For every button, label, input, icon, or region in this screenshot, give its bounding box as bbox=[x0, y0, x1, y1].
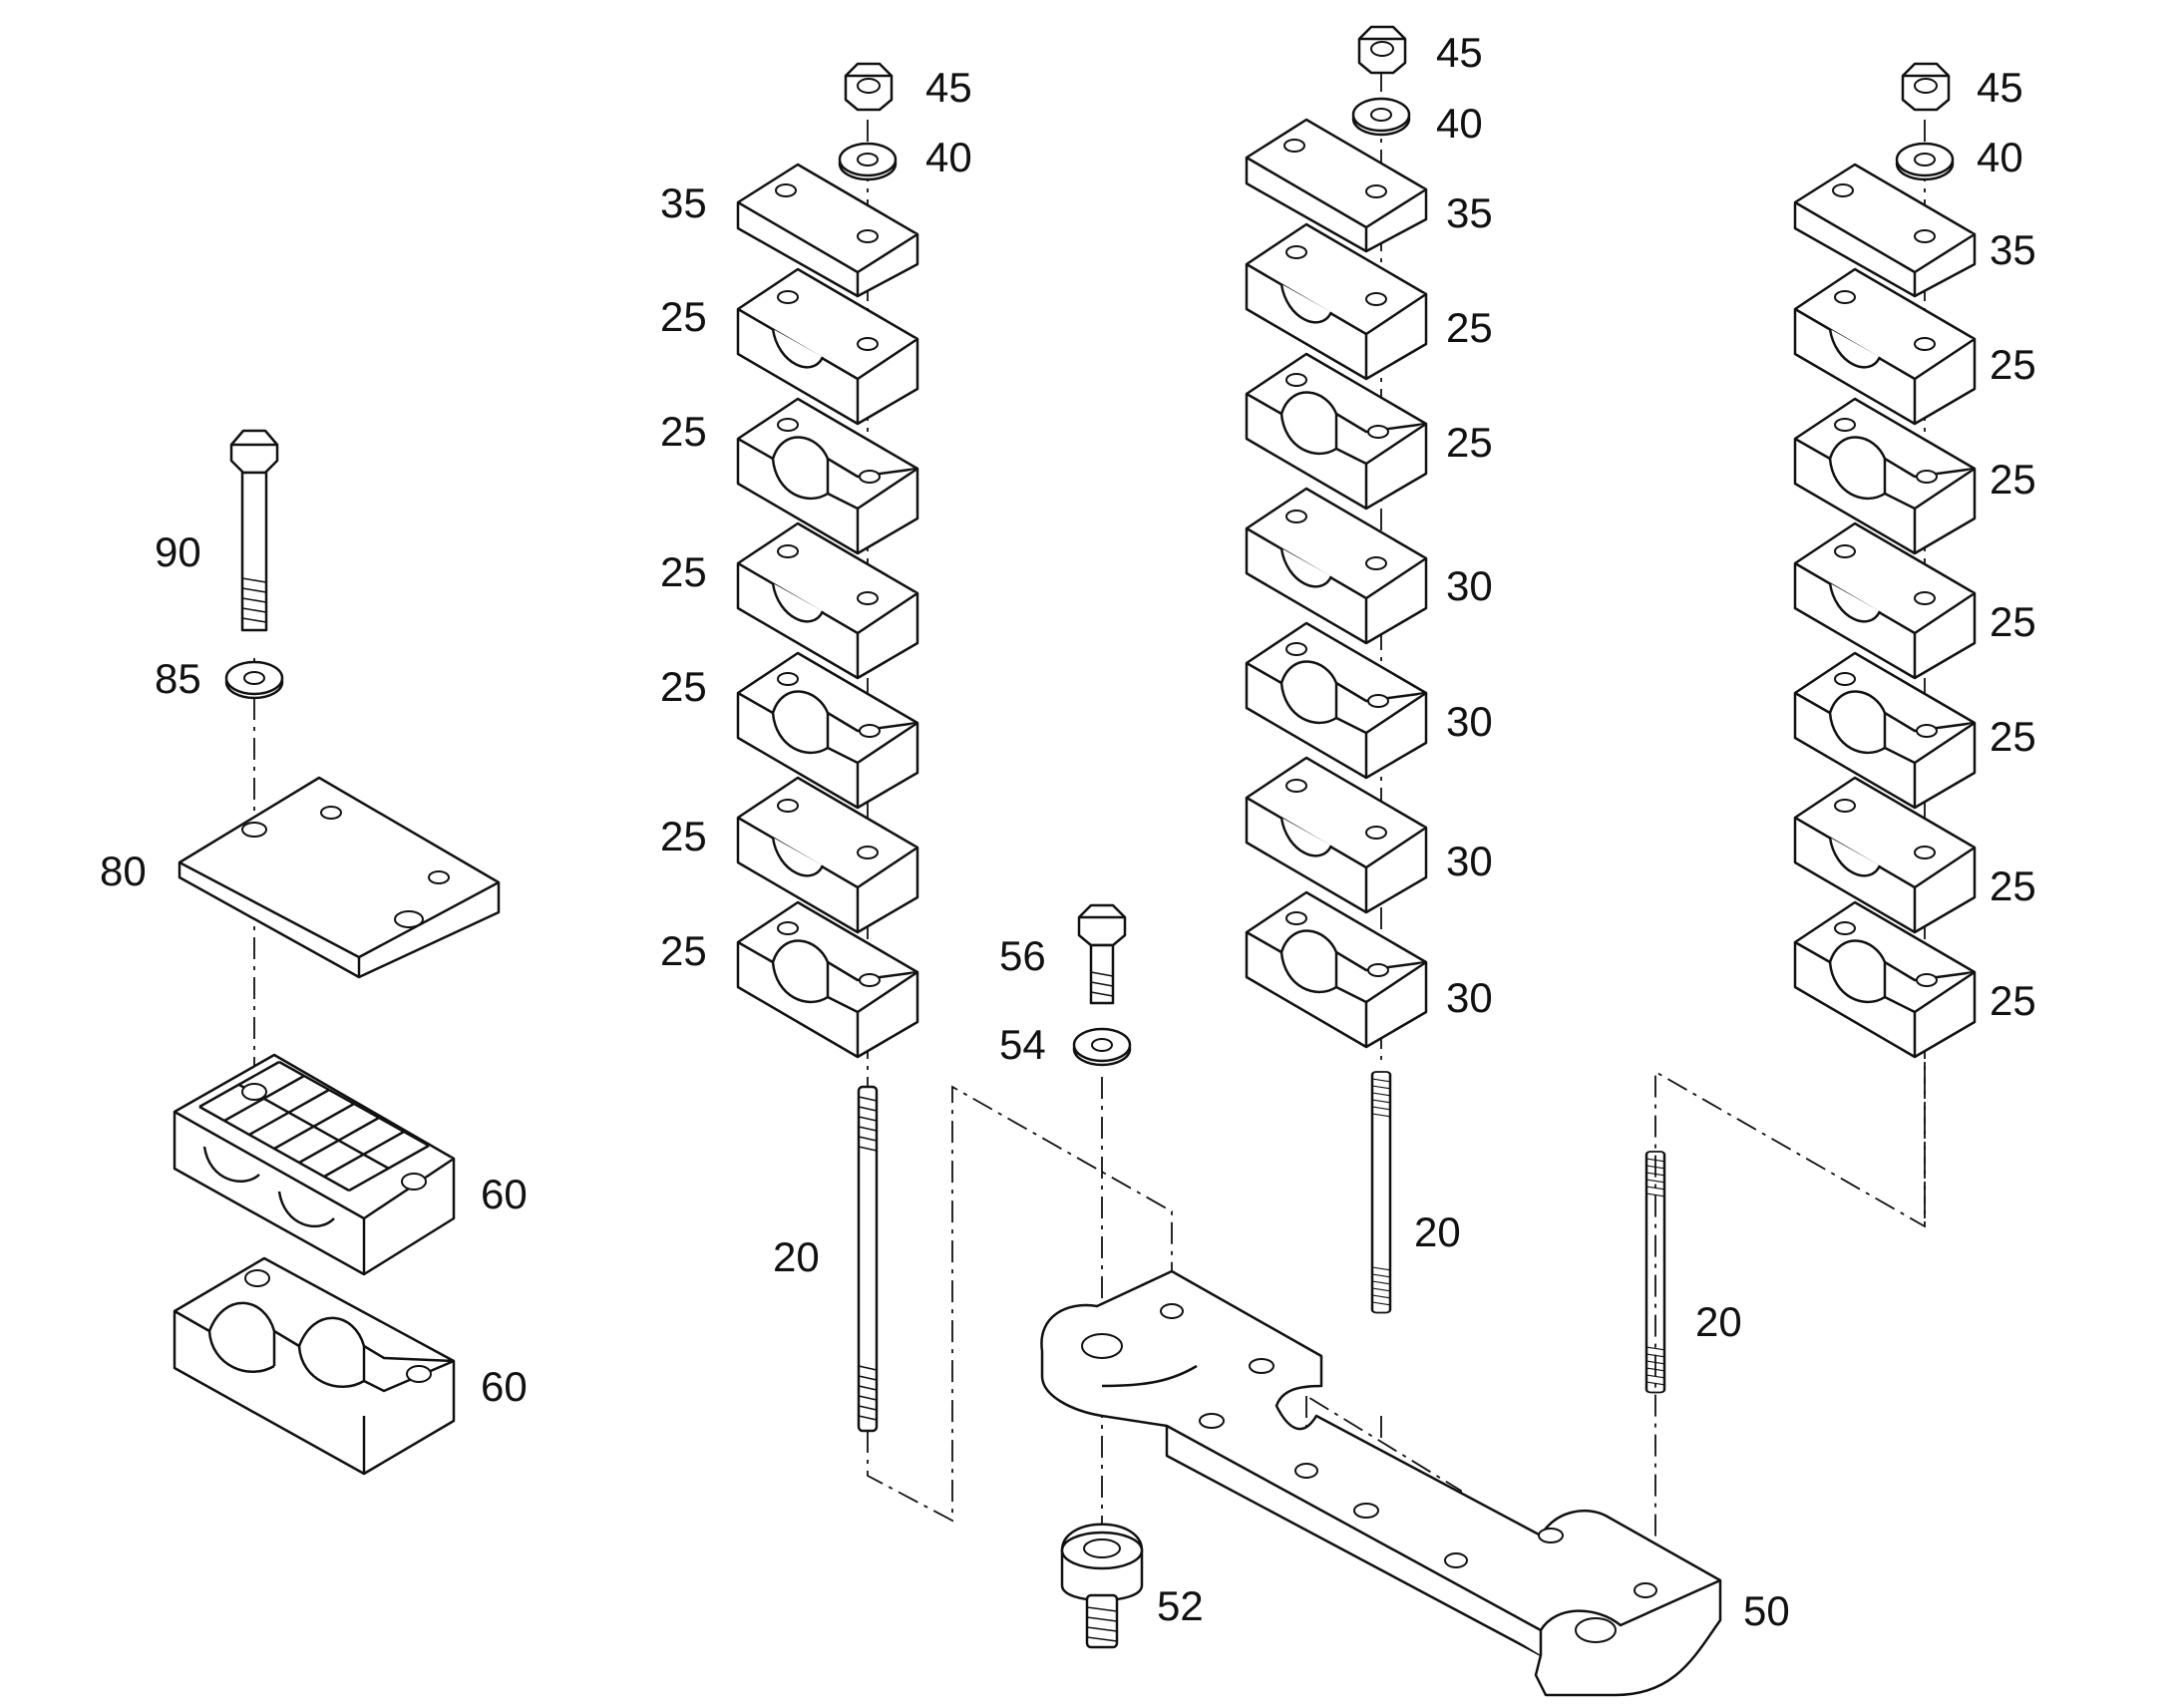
clamp-25-right-4 bbox=[1793, 651, 1977, 810]
washer-40-middle bbox=[1351, 97, 1411, 137]
nut-45-middle bbox=[1357, 25, 1407, 75]
label-right-clamp-3: 25 bbox=[1990, 598, 2036, 645]
label-middle-clamp-5: 30 bbox=[1446, 838, 1493, 884]
label-54: 54 bbox=[999, 1021, 1046, 1068]
part-labels: 90 85 80 60 60 56 54 52 50 45 40 35 25 2… bbox=[100, 29, 2036, 1634]
clamp-25-right-6 bbox=[1793, 900, 1977, 1059]
label-left-40: 40 bbox=[925, 134, 972, 180]
clamp-25-left-6 bbox=[736, 900, 919, 1059]
label-right-40: 40 bbox=[1977, 134, 2023, 180]
cover-plate-35-middle bbox=[1245, 118, 1428, 253]
label-56: 56 bbox=[999, 932, 1046, 979]
label-left-35: 35 bbox=[660, 179, 707, 226]
label-left-clamp-4: 25 bbox=[660, 663, 707, 710]
clamp-25-right-1 bbox=[1793, 267, 1977, 426]
clamp-25-left-2 bbox=[736, 397, 919, 555]
clamp-25-middle-2 bbox=[1245, 352, 1428, 511]
clamp-30-middle-4 bbox=[1245, 890, 1428, 1049]
clamp-25-right-3 bbox=[1793, 521, 1977, 680]
grid-clamp-60-upper bbox=[173, 1053, 456, 1276]
label-right-35: 35 bbox=[1990, 226, 2036, 273]
clamp-25-left-3 bbox=[736, 521, 919, 680]
label-left-clamp-5: 25 bbox=[660, 813, 707, 859]
label-middle-clamp-3: 30 bbox=[1446, 562, 1493, 609]
clamp-25-right-5 bbox=[1793, 776, 1977, 934]
clamp-30-middle-2 bbox=[1245, 621, 1428, 780]
label-middle-clamp-2: 25 bbox=[1446, 419, 1493, 466]
hex-bolt-90 bbox=[229, 429, 279, 632]
label-60-upper: 60 bbox=[481, 1171, 528, 1217]
washer-40-right bbox=[1895, 142, 1955, 181]
label-50: 50 bbox=[1743, 1587, 1790, 1634]
grid-clamp-60-lower bbox=[173, 1256, 456, 1476]
label-middle-clamp-1: 25 bbox=[1446, 304, 1493, 351]
label-middle-clamp-6: 30 bbox=[1446, 974, 1493, 1021]
label-middle-45: 45 bbox=[1436, 29, 1483, 76]
label-left-clamp-3: 25 bbox=[660, 548, 707, 595]
clamp-25-left-5 bbox=[736, 776, 919, 934]
cover-plate-35-right bbox=[1793, 163, 1977, 298]
nut-45-right bbox=[1901, 62, 1951, 112]
clamp-30-middle-1 bbox=[1245, 487, 1428, 645]
clamp-25-right-2 bbox=[1793, 397, 1977, 555]
right-stack bbox=[1644, 62, 1977, 1595]
base-plate-50 bbox=[1040, 1269, 1722, 1697]
hex-bolt-56 bbox=[1077, 903, 1127, 1005]
stud-20-left bbox=[857, 1085, 879, 1433]
label-right-clamp-4: 25 bbox=[1990, 713, 2036, 760]
clamp-25-left-1 bbox=[736, 267, 919, 426]
label-right-clamp-6: 25 bbox=[1990, 977, 2036, 1024]
nut-45-left bbox=[844, 62, 894, 112]
label-right-20: 20 bbox=[1695, 1298, 1742, 1345]
label-left-20: 20 bbox=[773, 1233, 820, 1280]
label-right-45: 45 bbox=[1977, 64, 2023, 111]
leader-middle-stack bbox=[1305, 1395, 1462, 1542]
threaded-bushing-52 bbox=[1060, 1523, 1144, 1649]
label-left-clamp-1: 25 bbox=[660, 293, 707, 340]
label-left-45: 45 bbox=[925, 64, 972, 111]
label-85: 85 bbox=[155, 655, 201, 702]
left-stack bbox=[736, 62, 1173, 1523]
plate-80 bbox=[178, 776, 501, 979]
label-left-clamp-2: 25 bbox=[660, 408, 707, 455]
leader-left-stack bbox=[867, 1085, 1173, 1523]
cover-plate-35-left bbox=[736, 163, 919, 298]
label-right-clamp-2: 25 bbox=[1990, 456, 2036, 503]
label-80: 80 bbox=[100, 848, 147, 894]
middle-stack bbox=[1245, 25, 1462, 1542]
leader-right-stack bbox=[1654, 1062, 1926, 1595]
label-90: 90 bbox=[155, 528, 201, 575]
label-middle-40: 40 bbox=[1436, 100, 1483, 147]
clamp-25-left-4 bbox=[736, 651, 919, 810]
clamp-25-middle-1 bbox=[1245, 222, 1428, 381]
clamp-30-middle-3 bbox=[1245, 756, 1428, 914]
label-right-clamp-5: 25 bbox=[1990, 862, 2036, 909]
label-right-clamp-1: 25 bbox=[1990, 341, 2036, 388]
label-60-lower: 60 bbox=[481, 1363, 528, 1410]
label-middle-clamp-4: 30 bbox=[1446, 698, 1493, 745]
label-middle-20: 20 bbox=[1414, 1208, 1461, 1255]
washer-40-left bbox=[838, 142, 898, 181]
stud-20-middle bbox=[1370, 1070, 1392, 1314]
label-52: 52 bbox=[1157, 1582, 1204, 1629]
label-left-clamp-6: 25 bbox=[660, 927, 707, 974]
washer-85 bbox=[224, 660, 284, 700]
washer-54 bbox=[1072, 1027, 1132, 1067]
label-middle-35: 35 bbox=[1446, 189, 1493, 236]
left-assembly bbox=[173, 429, 501, 1476]
base-assembly bbox=[1040, 903, 1722, 1697]
